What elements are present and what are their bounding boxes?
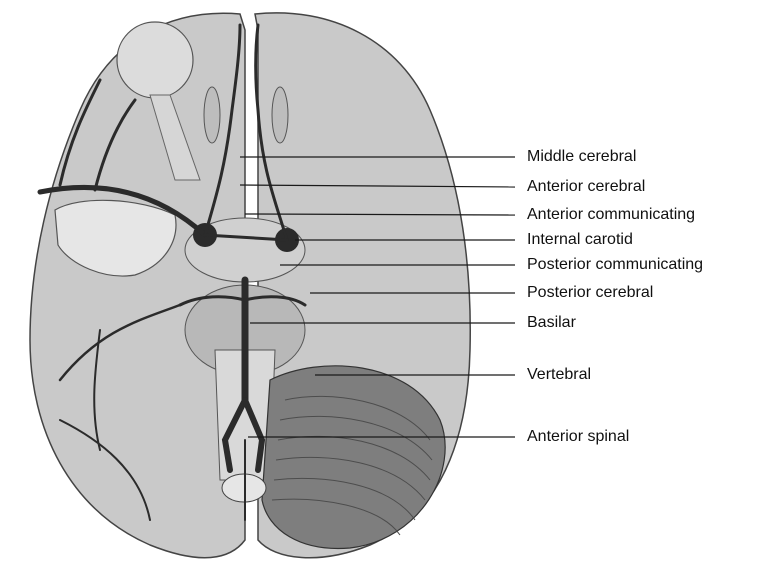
label-posterior-communicating: Posterior communicating: [527, 256, 703, 274]
olfactory-bulb-left: [204, 87, 220, 143]
label-anterior-spinal: Anterior spinal: [527, 428, 629, 446]
cerebellum: [262, 366, 445, 549]
label-anterior-communicating: Anterior communicating: [527, 206, 695, 224]
optic-globe: [117, 22, 193, 98]
label-posterior-cerebral: Posterior cerebral: [527, 284, 653, 302]
label-basilar: Basilar: [527, 314, 576, 332]
label-middle-cerebral: Middle cerebral: [527, 148, 636, 166]
label-anterior-cerebral: Anterior cerebral: [527, 178, 645, 196]
label-internal-carotid: Internal carotid: [527, 231, 633, 249]
olfactory-bulb-right: [272, 87, 288, 143]
label-vertebral: Vertebral: [527, 366, 591, 384]
